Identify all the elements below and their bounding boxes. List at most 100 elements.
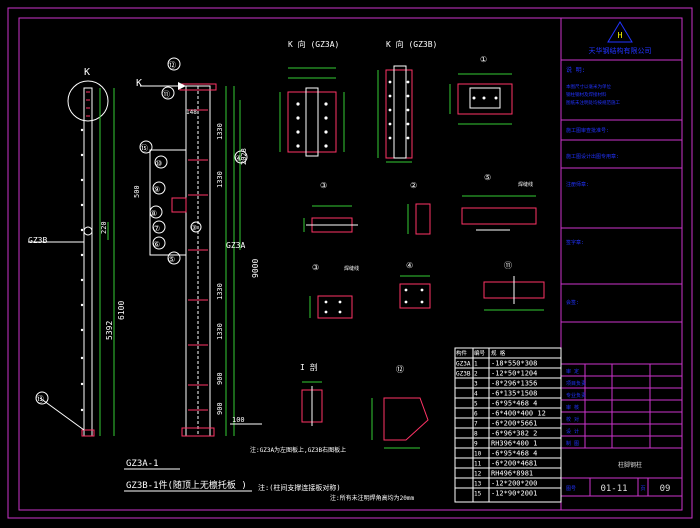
box-stamp: 施工图设计出图专用章: <box>566 153 619 160</box>
dim-900-1: 900 <box>216 372 224 385</box>
detail-4-plate <box>399 275 431 309</box>
detail-3b-title: ③ <box>312 263 319 272</box>
dim-1330-4: 1330 <box>216 323 224 340</box>
gz3b-left-label: GZ3B <box>28 236 47 245</box>
detail-12-plate <box>371 397 429 449</box>
note-3: 注:所有未注明焊角高均为20mm <box>330 494 414 502</box>
k-arrow-label: K <box>136 78 142 89</box>
box-engineer: 注册师章: <box>566 181 589 188</box>
section-i-detail <box>301 381 323 426</box>
detail-k-gz3b <box>377 65 413 163</box>
callout-13: ⑬ <box>36 395 44 404</box>
box-sign: 签字章: <box>566 239 584 246</box>
dim-500: 500 <box>133 185 141 198</box>
callout-6: ⑥ <box>153 240 160 249</box>
page-number: 09 <box>660 484 671 494</box>
row-approve: 审 定 <box>566 368 579 375</box>
table-cell: 2 <box>474 371 478 378</box>
title-block <box>560 18 682 510</box>
outer-border <box>7 7 693 519</box>
box-approval: 施工图审查批准号: <box>566 127 609 134</box>
table-cell: 9 <box>474 441 478 448</box>
drawing-title: 柱脚钢柱 <box>618 461 642 469</box>
dim-9000: 9000 <box>251 259 260 278</box>
dim-2028: 2028 <box>240 148 248 165</box>
table-cell: 3 <box>474 381 478 388</box>
table-cell: -6*200*5661 <box>491 420 537 428</box>
section-i-title: I 剖 <box>300 362 318 372</box>
callout-10: ⑩ <box>155 159 162 168</box>
table-cell: 5 <box>474 401 478 408</box>
detail-5-title: ⑤ <box>484 173 491 182</box>
callout-15: ⑮ <box>140 144 148 153</box>
table-cell: 6 <box>474 411 478 418</box>
table-cell: -8*296*1356 <box>491 380 537 388</box>
table-cell: -6*96*382 2 <box>491 430 537 438</box>
note-line-1: 本图尺寸以毫米为单位 <box>566 83 611 90</box>
company-name: 天华钢结构有限公司 <box>589 46 652 55</box>
inner-border <box>18 17 683 511</box>
row-project-lead: 项目负责 <box>566 380 586 387</box>
table-cell: -6*400*400 12 <box>491 410 546 418</box>
k-gz3b-title: K 向 (GZ3B) <box>386 39 437 49</box>
table-header-1: 编号 <box>474 349 486 357</box>
callout-5: ⑤ <box>168 255 175 264</box>
detail-3b-weld: 焊缝线 <box>344 265 359 272</box>
table-cell: RH496*8981 <box>491 470 533 478</box>
sheet-label: 图号 <box>566 486 576 492</box>
detail-1-title: ① <box>480 55 487 64</box>
note-line-3: 图纸未注明处均按规范施工 <box>566 99 620 106</box>
notes-label: 说 明: <box>566 66 585 74</box>
note-line-2: 钢柱钢材及焊接材料 <box>566 91 607 98</box>
callout-circles <box>139 57 248 265</box>
view-k-label: K <box>84 67 90 78</box>
column-main <box>140 82 262 437</box>
detail-3b-plate <box>309 295 353 319</box>
table-cell: 1 <box>474 361 478 368</box>
detail-11-title: ⑪ <box>504 261 512 270</box>
table-cell: 8 <box>474 431 478 438</box>
note-1: 注:GZ3A为左图板上,GZ3B右图板上 <box>250 446 346 454</box>
detail-2-title: ② <box>410 181 417 190</box>
table-cell: -6*135*1508 <box>491 390 537 398</box>
row-discipline-lead: 专业负责 <box>566 392 586 399</box>
dim-900-2: 900 <box>216 402 224 415</box>
callout-7: ⑦ <box>153 224 160 233</box>
dim-1330-2: 1330 <box>216 171 224 188</box>
table-cell: 7 <box>474 421 478 428</box>
column-k-view <box>28 80 115 437</box>
company-logo-icon: H <box>607 21 633 43</box>
row-review: 审 核 <box>566 404 579 411</box>
table-header-0: 构件 <box>456 349 468 357</box>
dim-100-bottom: 100 <box>232 416 245 424</box>
dim-6100: 6100 <box>117 301 126 320</box>
detail-1-plate <box>449 73 513 125</box>
detail-3-title: ③ <box>320 181 327 190</box>
table-cell: 10 <box>474 451 482 458</box>
gz3a-right-label: GZ3A <box>226 241 245 250</box>
detail-11-plate <box>483 276 545 311</box>
table-cell: 13 <box>474 481 482 488</box>
table-cell: -12*50*1204 <box>491 370 537 378</box>
detail-5-weld: 焊缝线 <box>518 181 533 188</box>
detail-5-plate <box>461 195 537 231</box>
detail-k-gz3a <box>279 67 345 157</box>
table-cell: -6*95*468 4 <box>491 450 537 458</box>
callout-13-circle <box>35 391 49 405</box>
table-cell: -18*550*308 <box>491 360 537 368</box>
svg-text:H: H <box>618 31 623 40</box>
callout-8: ⑧ <box>150 209 157 218</box>
table-cell: 15 <box>474 491 482 498</box>
table-cell: 11 <box>474 461 482 468</box>
row-draft: 制 图 <box>566 440 579 447</box>
detail-3-plate <box>303 205 358 233</box>
dim-220-left: 220 <box>100 221 108 234</box>
sheet-number: 01-11 <box>600 484 627 494</box>
table-cell: -12*200*200 <box>491 480 537 488</box>
table-cell: -6*95*468 4 <box>491 400 537 408</box>
dim-148: 148 <box>186 109 197 116</box>
table-cell: RH396*400 1 <box>491 440 537 448</box>
note-2: 注:(柱间支撑连接板对称) <box>258 483 341 492</box>
